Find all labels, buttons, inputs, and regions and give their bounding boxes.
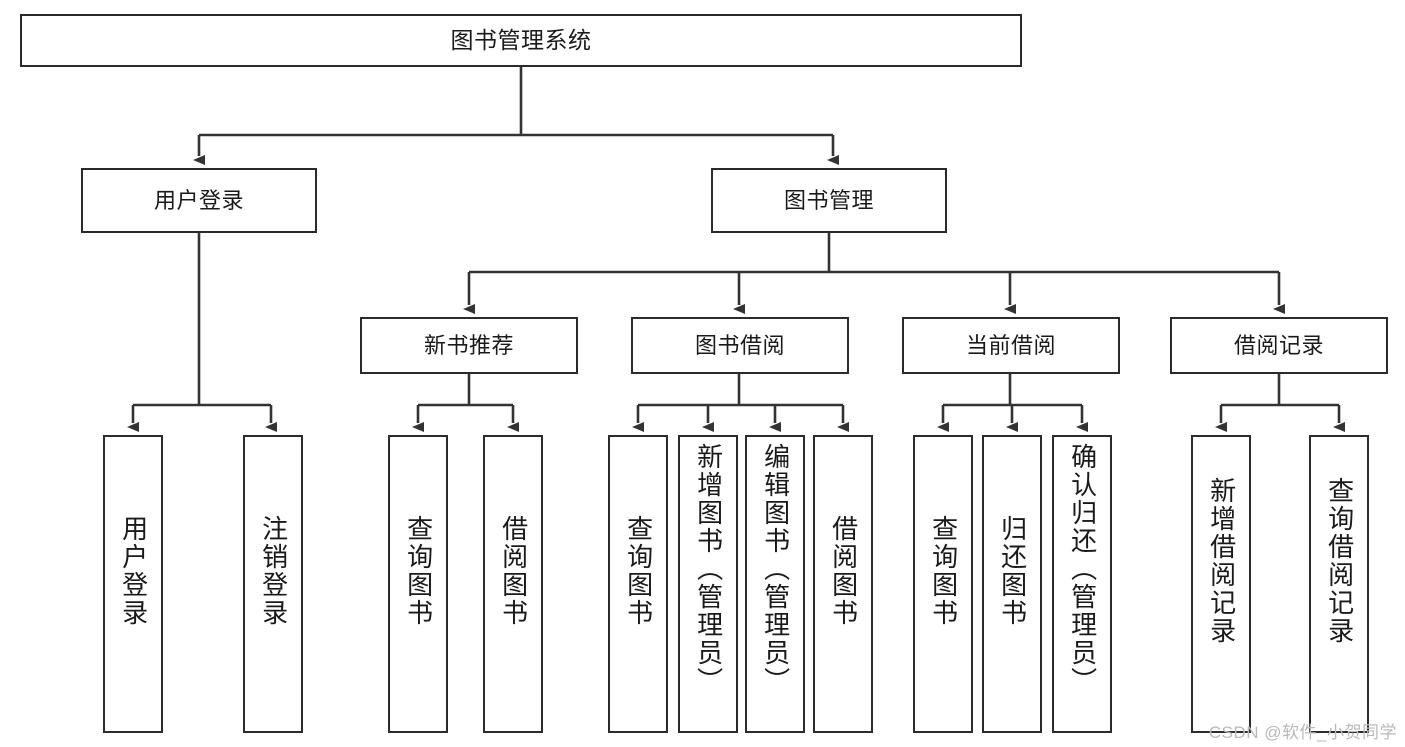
node-current-borrow[interactable]: 当前借阅 [902,317,1120,374]
node-label: 编辑图书（管理员） [760,443,791,695]
node-book-management[interactable]: 图书管理 [711,168,947,233]
node-label: 用户登录 [153,187,244,213]
node-label: 当前借阅 [965,332,1056,358]
node-leaf-query-record[interactable]: 查询借阅记录 [1309,435,1369,733]
node-label: 新增借阅记录 [1206,477,1237,645]
node-label: 借阅图书 [498,515,529,627]
node-label: 用户登录 [118,515,149,627]
node-label: 图书借阅 [694,332,785,358]
node-leaf-query-book-1[interactable]: 查询图书 [388,435,448,733]
node-leaf-add-record[interactable]: 新增借阅记录 [1191,435,1251,733]
node-label: 查询借阅记录 [1324,477,1355,645]
node-label: 图书管理系统 [450,26,592,53]
node-leaf-user-login[interactable]: 用户登录 [103,435,163,733]
node-book-borrow[interactable]: 图书借阅 [631,317,849,374]
watermark: CSDN @软件_小贺同学 [1208,723,1397,742]
node-leaf-borrow-book-1[interactable]: 借阅图书 [483,435,543,733]
node-label: 归还图书 [997,515,1028,627]
node-leaf-query-book-2[interactable]: 查询图书 [608,435,668,733]
node-label: 新增图书（管理员） [693,443,724,695]
node-label: 查询图书 [623,515,654,627]
node-borrow-record[interactable]: 借阅记录 [1170,317,1388,374]
node-label: 新书推荐 [423,332,514,358]
node-label: 确认归还（管理员） [1067,443,1098,695]
node-leaf-return-book[interactable]: 归还图书 [982,435,1042,733]
node-label: 查询图书 [403,515,434,627]
node-root-system[interactable]: 图书管理系统 [20,14,1022,67]
node-label: 注销登录 [258,515,289,627]
node-label: 借阅记录 [1233,332,1324,358]
node-leaf-query-book-3[interactable]: 查询图书 [913,435,973,733]
node-leaf-add-book[interactable]: 新增图书（管理员） [678,435,738,733]
node-new-book-recommend[interactable]: 新书推荐 [360,317,578,374]
node-label: 图书管理 [783,187,874,213]
node-user-login[interactable]: 用户登录 [81,168,317,233]
node-leaf-edit-book[interactable]: 编辑图书（管理员） [745,435,805,733]
node-label: 借阅图书 [828,515,859,627]
node-leaf-borrow-book-2[interactable]: 借阅图书 [813,435,873,733]
node-leaf-confirm-return[interactable]: 确认归还（管理员） [1052,435,1112,733]
node-leaf-logout-login[interactable]: 注销登录 [243,435,303,733]
node-label: 查询图书 [928,515,959,627]
